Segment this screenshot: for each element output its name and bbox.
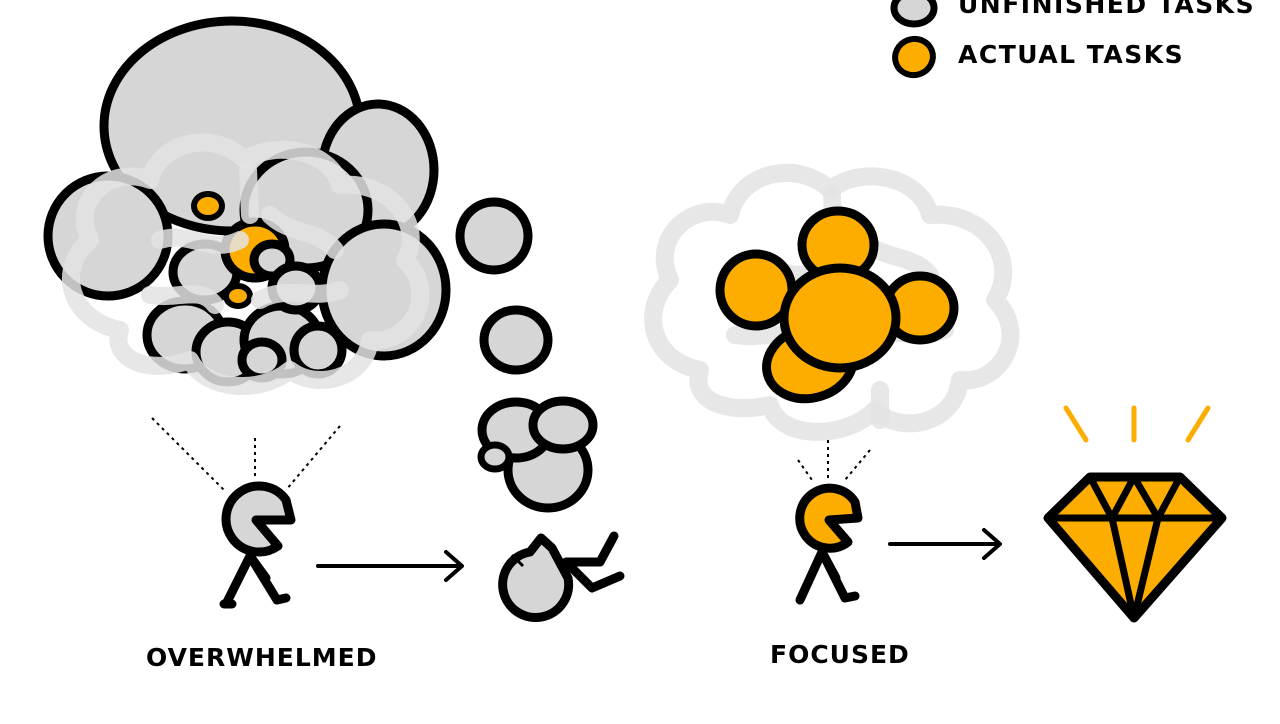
focused-task-cluster bbox=[715, 206, 959, 404]
orange-task-center bbox=[779, 263, 901, 373]
orange-task-small bbox=[191, 191, 225, 221]
falling-gray-task bbox=[477, 441, 513, 473]
overwhelmed-label: OVERWHELMED bbox=[146, 643, 378, 672]
falling-tasks bbox=[455, 197, 598, 513]
falling-gray-task bbox=[479, 305, 553, 375]
focused-label: FOCUSED bbox=[770, 640, 910, 669]
focused-head bbox=[795, 483, 863, 553]
focused-person bbox=[795, 440, 871, 605]
brain-outline-left bbox=[61, 133, 430, 395]
fallen-head bbox=[498, 533, 574, 622]
legend-swatch-actual bbox=[892, 35, 936, 79]
diamond-icon bbox=[1043, 405, 1227, 623]
arrow-focused bbox=[888, 528, 1002, 560]
legend-label-unfinished-tasks: UNFINISHED TASKS bbox=[958, 0, 1256, 19]
overwhelmed-head bbox=[221, 481, 296, 557]
overwhelmed-person bbox=[151, 417, 341, 609]
orange-task-buried bbox=[223, 283, 253, 309]
falling-gray-task bbox=[528, 396, 598, 454]
legend bbox=[890, 0, 938, 79]
falling-gray-task bbox=[455, 197, 533, 275]
legend-swatch-unfinished bbox=[890, 0, 938, 28]
arrow-overwhelmed bbox=[316, 550, 464, 582]
fallen-person bbox=[498, 531, 625, 622]
legend-label-actual-tasks: ACTUAL TASKS bbox=[958, 40, 1185, 69]
